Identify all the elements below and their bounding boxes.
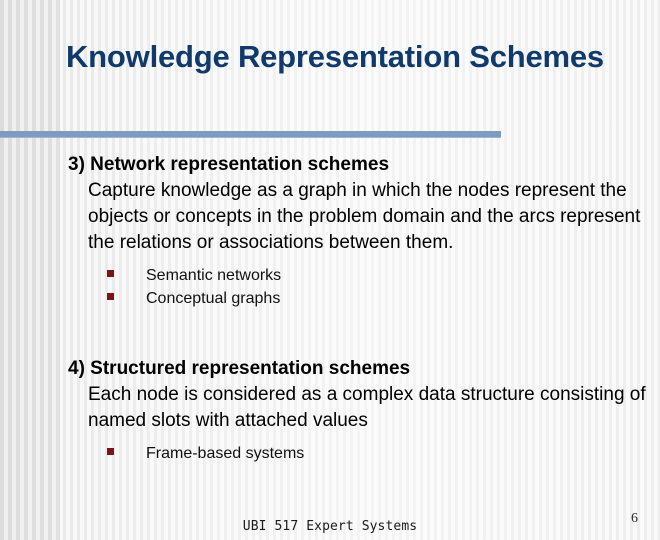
list-item: Frame-based systems: [0, 442, 660, 465]
section-subitem-list: Semantic networks Conceptual graphs: [0, 264, 660, 310]
list-item-label: Semantic networks: [146, 267, 282, 284]
slide-page-number: 6: [631, 511, 638, 526]
section-network-representation: 3) Network representation schemes Captur…: [0, 152, 660, 310]
section-heading: 3) Network representation schemes: [68, 154, 390, 175]
section-subitem-list: Frame-based systems: [0, 442, 660, 465]
square-bullet-icon: [107, 293, 114, 300]
list-item: Semantic networks: [0, 264, 660, 287]
slide-title: Knowledge Representation Schemes: [66, 39, 604, 74]
square-bullet-icon: [107, 448, 114, 455]
slide-body: 3) Network representation schemes Captur…: [0, 152, 660, 465]
list-item-label: Frame-based systems: [146, 445, 305, 462]
section-heading: 4) Structured representation schemes: [68, 358, 411, 379]
section-spacer: [0, 310, 660, 356]
slide-footer-text: UBI 517 Expert Systems: [242, 519, 418, 534]
section-paragraph: Capture knowledge as a graph in which th…: [88, 180, 641, 253]
title-divider-rule: [0, 131, 501, 138]
section-paragraph: Each node is considered as a complex dat…: [88, 384, 646, 431]
square-bullet-icon: [107, 270, 114, 277]
list-item: Conceptual graphs: [0, 287, 660, 310]
section-structured-representation: 4) Structured representation schemes Eac…: [0, 356, 660, 465]
list-item-label: Conceptual graphs: [146, 290, 281, 307]
